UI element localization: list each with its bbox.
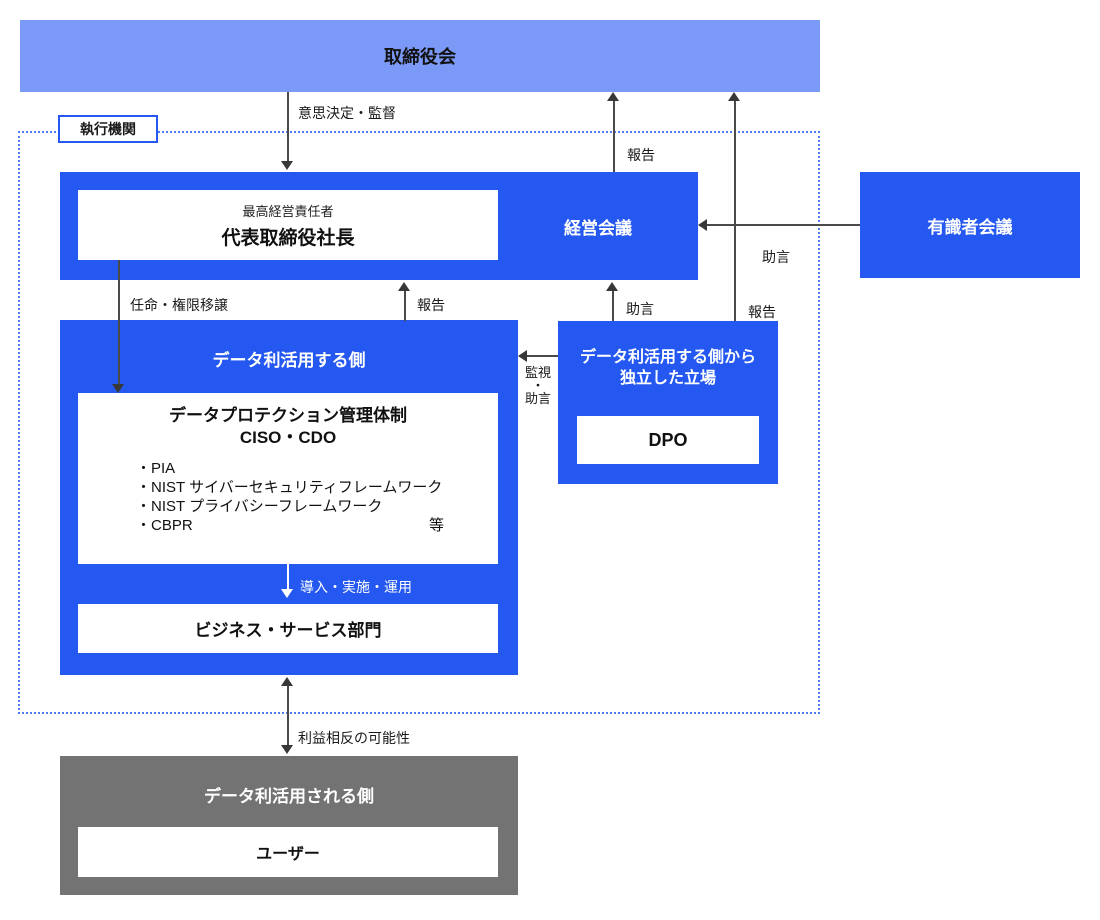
appointment-arrow-label: 任命・権限移譲 xyxy=(130,297,228,313)
user-box: ユーザー xyxy=(78,827,498,877)
appointment-arrow-line xyxy=(118,260,120,384)
monitor-advice-line: 助言 xyxy=(524,391,551,406)
board-of-directors-box: 取締役会 xyxy=(20,20,820,92)
advice-horizontal-arrow-line xyxy=(706,224,860,226)
advice-horizontal-arrowhead-icon xyxy=(698,219,707,231)
framework-item: ・NIST サイバーセキュリティフレームワーク xyxy=(136,479,443,496)
data-user-side-label: データ利活用する側 xyxy=(212,351,366,370)
deploy-arrow-line xyxy=(287,564,289,590)
framework-item: ・PIA xyxy=(136,460,176,477)
experts-council-label: 有識者会議 xyxy=(927,217,1013,237)
board-of-directors-label: 取締役会 xyxy=(384,47,456,67)
monitor-arrow-line xyxy=(526,355,558,357)
independent-position-label-line2: 独立した立場 xyxy=(619,370,716,387)
deploy-arrow-label: 導入・実施・運用 xyxy=(300,579,412,595)
decision-arrow-label: 意思決定・監督 xyxy=(298,105,396,121)
management-meeting-label: 経営会議 xyxy=(564,218,632,238)
report-mid-arrow-label: 報告 xyxy=(417,297,445,313)
dpo-box: DPO xyxy=(577,416,759,464)
advice-up-arrow-label: 助言 xyxy=(626,301,654,317)
framework-etc-label: 等 xyxy=(428,517,444,534)
business-division-label: ビジネス・サービス部門 xyxy=(194,621,382,640)
framework-item: ・CBPR xyxy=(136,517,193,534)
framework-item: ・NIST プライバシーフレームワーク xyxy=(136,498,383,515)
ceo-name: 代表取締役社長 xyxy=(221,227,355,249)
report-mid-arrow-line xyxy=(404,291,406,321)
decision-arrowhead-icon xyxy=(281,161,293,170)
report-long-arrowhead-icon xyxy=(728,92,740,101)
decision-arrow-line xyxy=(287,92,289,162)
ceo-box: 最高経営責任者 代表取締役社長 xyxy=(78,190,498,260)
executive-frame xyxy=(18,131,820,714)
monitor-advice-line: 監視 xyxy=(524,365,551,380)
report-long-arrow-label: 報告 xyxy=(748,304,776,320)
independent-position-label-line1: データ利活用する側から xyxy=(579,349,756,366)
experts-council-box: 有識者会議 xyxy=(860,172,1080,278)
conflict-arrowhead-up-icon xyxy=(281,677,293,686)
deploy-arrowhead-icon xyxy=(281,589,293,598)
conflict-arrow-label: 利益相反の可能性 xyxy=(298,730,410,746)
monitor-arrowhead-icon xyxy=(518,350,527,362)
executive-frame-title-box: 執行機関 xyxy=(58,115,158,143)
conflict-arrow-line xyxy=(287,686,289,746)
monitor-advice-label: 監視 ・ 助言 xyxy=(516,366,560,405)
data-subject-side-label: データ利活用される側 xyxy=(204,787,374,806)
advice-up-arrowhead-icon xyxy=(606,282,618,291)
report-top-arrow-label: 報告 xyxy=(627,147,655,163)
advice-up-arrow-line xyxy=(612,291,614,321)
framework-list: ・PIA ・NIST サイバーセキュリティフレームワーク ・NIST プライバシ… xyxy=(78,459,498,535)
report-long-arrow-line xyxy=(734,101,736,321)
data-protection-title: データプロテクション管理体制 xyxy=(169,406,407,425)
user-label: ユーザー xyxy=(256,846,320,863)
data-protection-box: データプロテクション管理体制 CISO・CDO ・PIA ・NIST サイバーセ… xyxy=(78,393,498,564)
report-top-arrowhead-icon xyxy=(607,92,619,101)
monitor-advice-line: ・ xyxy=(531,378,545,393)
dpo-label: DPO xyxy=(648,429,688,450)
business-division-box: ビジネス・サービス部門 xyxy=(78,604,498,653)
appointment-arrowhead-icon xyxy=(112,384,124,393)
conflict-arrowhead-down-icon xyxy=(281,745,293,754)
advice-horizontal-arrow-label: 助言 xyxy=(762,249,790,265)
data-protection-roles: CISO・CDO xyxy=(239,428,337,447)
executive-frame-title: 執行機関 xyxy=(80,121,136,137)
report-mid-arrowhead-icon xyxy=(398,282,410,291)
report-top-arrow-line xyxy=(613,101,615,172)
ceo-title: 最高経営責任者 xyxy=(242,203,334,219)
